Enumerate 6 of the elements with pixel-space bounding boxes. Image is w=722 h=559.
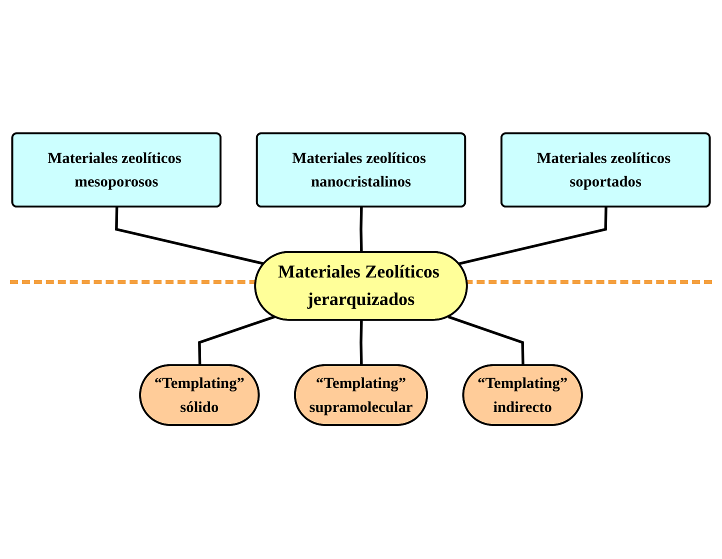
- connector: [360, 207, 363, 253]
- connector: [115, 207, 264, 266]
- connector: [448, 316, 524, 366]
- connector: [360, 320, 363, 366]
- connector: [198, 316, 275, 366]
- connector: [458, 207, 608, 266]
